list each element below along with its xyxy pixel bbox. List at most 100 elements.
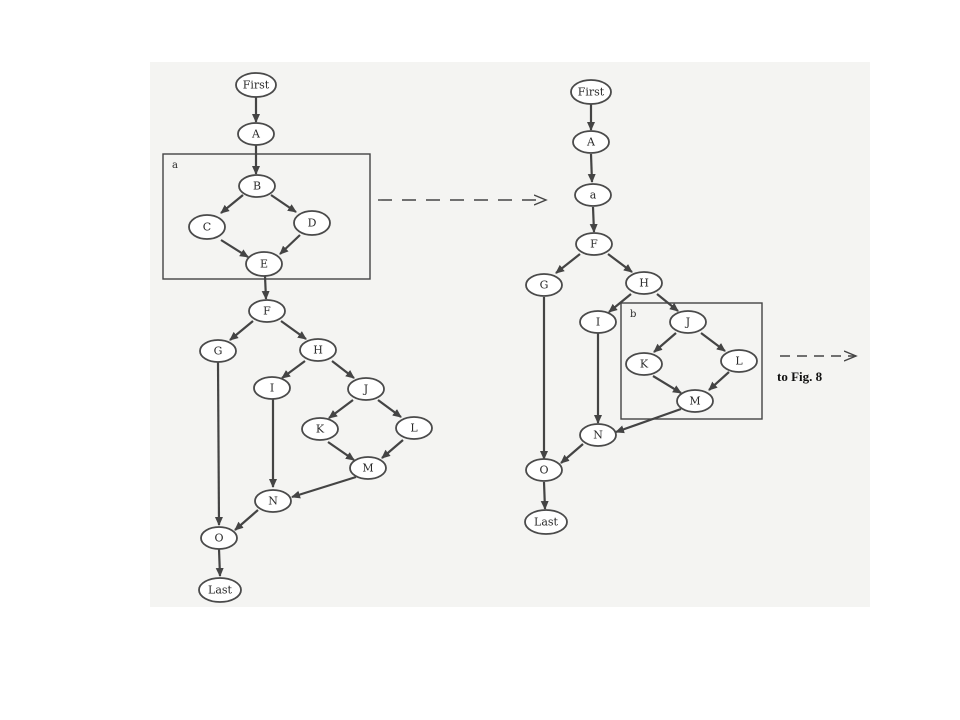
node-b: B [238, 174, 276, 198]
node-g: G [199, 339, 237, 363]
node-r-last: Last [524, 509, 568, 535]
edge-r-n-o [560, 443, 584, 464]
svg-text:M: M [362, 462, 373, 475]
edge-r-l-m [708, 371, 730, 391]
node-r-h: H [625, 271, 663, 295]
node-r-o: O [525, 458, 563, 482]
node-d: D [293, 210, 331, 236]
node-r-g: G [525, 273, 563, 297]
continuation-note: to Fig. 8 [777, 369, 823, 384]
group-box-b-label: b [630, 309, 636, 320]
node-l: L [395, 416, 433, 440]
edge-d-e [279, 234, 301, 255]
node-o: O [200, 526, 238, 550]
edge-h-i [281, 360, 306, 379]
node-c: C [188, 214, 226, 240]
svg-text:K: K [316, 423, 325, 436]
group-box-a [162, 153, 371, 280]
scanned-page-background [150, 62, 870, 607]
edge-r-f-g [555, 253, 581, 274]
edge-f-g [229, 320, 254, 341]
node-r-k: K [625, 352, 663, 376]
edge-k-m [327, 441, 355, 461]
node-i: I [253, 376, 291, 400]
svg-text:L: L [410, 422, 418, 435]
edge-r-o-last [540, 481, 549, 510]
node-n: N [254, 489, 292, 513]
group-box-b [620, 302, 763, 420]
node-r-l: L [720, 349, 758, 373]
node-last: Last [198, 577, 242, 603]
group-box-a-label: a [172, 160, 178, 171]
svg-text:J: J [363, 383, 368, 396]
node-f: F [248, 299, 286, 323]
edge-b-d [270, 194, 297, 213]
edge-r-j-k [653, 332, 677, 353]
edge-o-last [215, 548, 224, 577]
node-r-a: A [572, 130, 610, 154]
node-h: H [299, 338, 337, 362]
edge-h-j [331, 360, 355, 379]
node-j: J [347, 377, 385, 401]
svg-text:G: G [214, 345, 223, 358]
svg-text:N: N [268, 495, 278, 508]
svg-text:First: First [578, 86, 605, 99]
node-r-m: M [676, 389, 714, 413]
node-r-n: N [579, 423, 617, 447]
edge-g-o [214, 361, 223, 526]
edge-n-o [234, 509, 259, 531]
svg-text:N: N [593, 429, 603, 442]
svg-text:C: C [203, 221, 211, 234]
svg-text:F: F [590, 238, 598, 251]
edge-m-n [291, 475, 357, 499]
edge-e-f [261, 275, 270, 300]
node-m: M [349, 456, 387, 480]
edge-r-j-l [700, 332, 726, 352]
svg-text:E: E [260, 258, 268, 271]
svg-text:Last: Last [534, 516, 559, 529]
svg-text:a: a [590, 189, 597, 202]
edge-c-e [220, 239, 249, 258]
svg-text:F: F [263, 305, 271, 318]
node-r-group-a: a [574, 183, 612, 207]
node-r-i: I [579, 310, 617, 334]
svg-text:A: A [586, 136, 596, 149]
edge-r-a-f [589, 206, 598, 233]
left-diagram: a First A B C D E F G H I J K L [162, 72, 433, 603]
svg-text:First: First [243, 79, 270, 92]
node-r-f: F [575, 232, 613, 256]
node-first: First [235, 72, 277, 98]
svg-text:A: A [251, 128, 261, 141]
edge-j-k [328, 399, 354, 419]
svg-text:O: O [539, 464, 548, 477]
svg-text:K: K [640, 358, 649, 371]
edge-l-m [381, 439, 404, 459]
edge-r-f-h [607, 253, 633, 273]
node-r-j: J [669, 310, 707, 334]
svg-text:H: H [639, 277, 649, 290]
node-a: A [237, 122, 275, 146]
node-e: E [245, 251, 283, 277]
svg-text:H: H [313, 344, 323, 357]
edge-r-h-j [656, 293, 679, 312]
svg-text:D: D [308, 217, 317, 230]
svg-text:M: M [689, 395, 700, 408]
svg-text:L: L [735, 355, 743, 368]
edge-r-h-i [608, 293, 632, 313]
right-diagram: b First A a F G H I J K L M N O Last [524, 79, 763, 535]
node-r-first: First [570, 79, 612, 105]
svg-text:Last: Last [208, 584, 233, 597]
svg-text:G: G [540, 279, 549, 292]
svg-text:J: J [685, 316, 690, 329]
edge-j-l [377, 399, 402, 418]
edge-r-m-n [615, 407, 682, 434]
edge-b-c [220, 194, 244, 214]
edge-f-h [280, 320, 307, 340]
svg-text:I: I [596, 316, 600, 329]
edge-r-a-a [587, 153, 596, 183]
svg-text:O: O [214, 532, 223, 545]
node-k: K [301, 417, 339, 441]
svg-text:B: B [253, 180, 261, 193]
svg-text:I: I [270, 382, 274, 395]
